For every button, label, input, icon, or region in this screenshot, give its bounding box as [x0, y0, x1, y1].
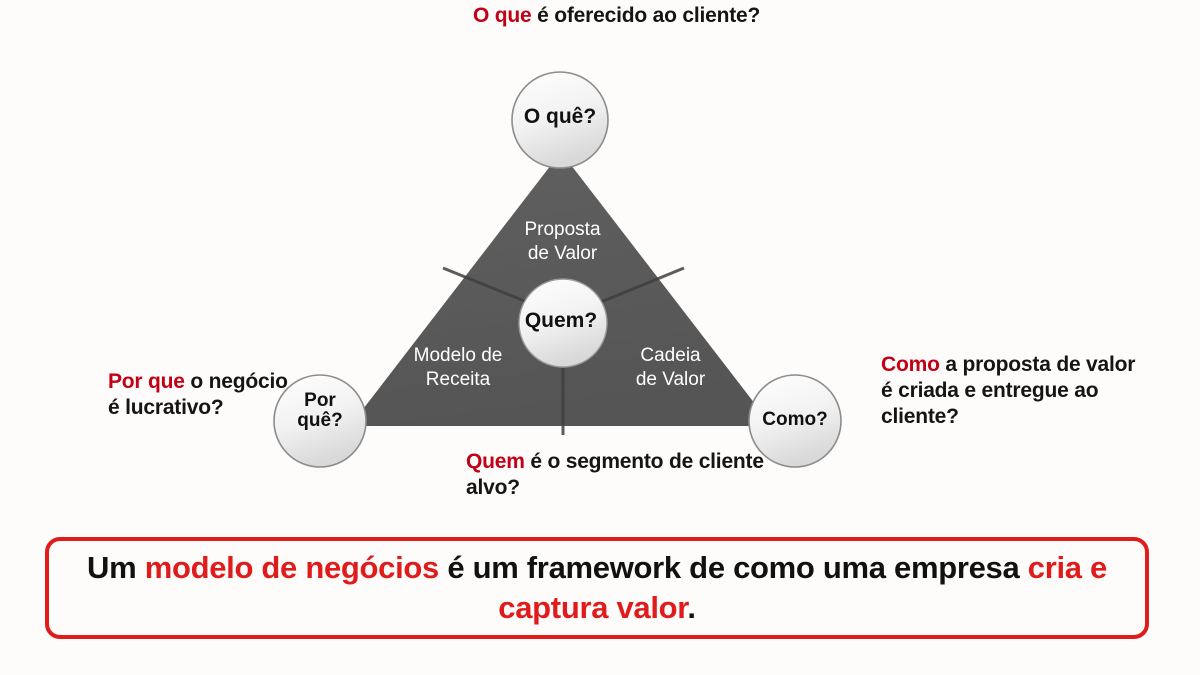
- statement-text: Um modelo de negócios é um framework de …: [49, 548, 1145, 628]
- statement-highlight2: cria e captura valor: [498, 550, 1107, 625]
- statement-callout-box: Um modelo de negócios é um framework de …: [45, 537, 1149, 639]
- node-label-who: Quem?: [524, 309, 598, 332]
- statement-part1: Um: [87, 550, 145, 585]
- annotation-top: O que é oferecido ao cliente?: [473, 3, 803, 29]
- annotation-right-keyword: Como: [881, 353, 940, 376]
- business-model-triangle-diagram: [273, 71, 842, 468]
- node-circle-who[interactable]: [518, 278, 608, 368]
- node-label-how: Como?: [762, 409, 828, 430]
- statement-highlight1: modelo de negócios: [144, 550, 440, 585]
- annotation-left-keyword: Por que: [108, 370, 185, 393]
- annotation-right: Como a proposta de valor é criada e entr…: [881, 352, 1141, 430]
- annotation-bottom: Quem é o segmento de cliente alvo?: [466, 449, 796, 501]
- annotation-bottom-rest: é o segmento de cliente alvo?: [466, 450, 764, 499]
- annotation-bottom-keyword: Quem: [466, 450, 525, 473]
- node-circle-why[interactable]: [273, 374, 367, 468]
- statement-part3: .: [687, 590, 696, 625]
- statement-part2: é um framework de como uma empresa: [439, 550, 1028, 585]
- annotation-right-rest: a proposta de valor é criada e entregue …: [881, 353, 1136, 428]
- sector-label-value-chain: Cadeia de Valor: [635, 345, 706, 390]
- annotation-top-keyword: O que: [473, 4, 532, 27]
- annotation-left-rest: o negócio é lucrativo?: [108, 370, 288, 419]
- sector-label-revenue-model: Modelo de Receita: [413, 345, 503, 390]
- node-label-what: O quê?: [523, 105, 597, 128]
- sector-dividers: [442, 266, 685, 435]
- node-label-why: Por quê?: [297, 390, 343, 431]
- sector-label-value-proposition: Proposta de Valor: [524, 219, 601, 264]
- annotation-left: Por que o negócio é lucrativo?: [108, 369, 298, 421]
- node-circle-how[interactable]: [748, 374, 842, 468]
- node-circle-what[interactable]: [511, 71, 609, 169]
- annotation-top-rest: é oferecido ao cliente?: [531, 4, 761, 27]
